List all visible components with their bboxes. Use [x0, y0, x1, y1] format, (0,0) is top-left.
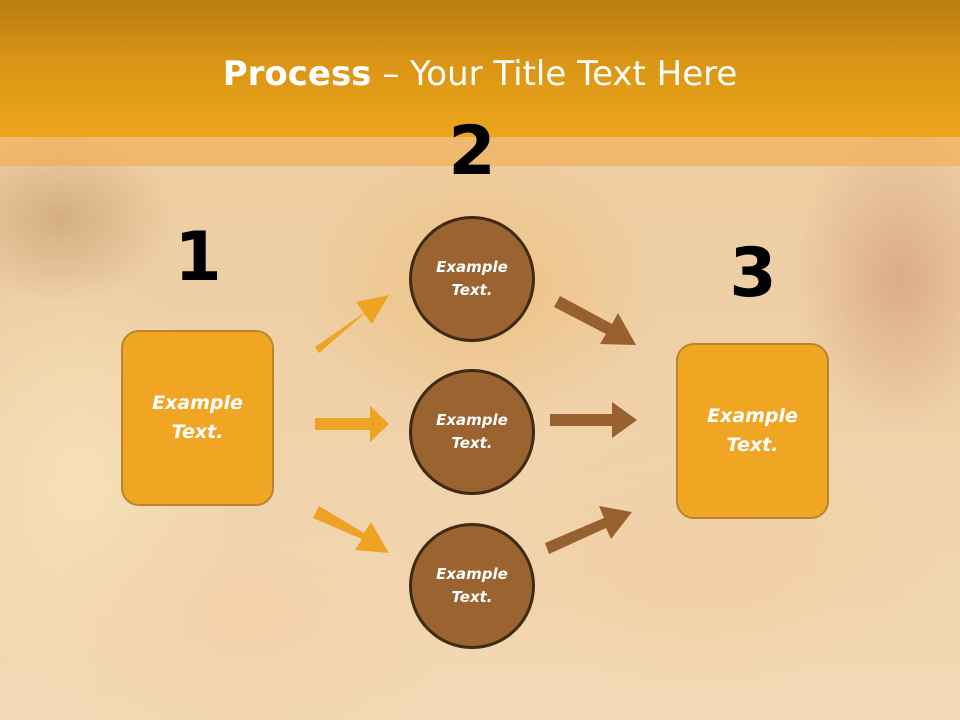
circle-step-middle: Example Text. — [409, 369, 535, 495]
circle-step-bottom: Example Text. — [409, 523, 535, 649]
arrow-right-top — [554, 296, 636, 345]
left-process-box: Example Text. — [121, 330, 274, 506]
left-box-text: Example Text. — [152, 392, 243, 443]
arrow-right-bottom — [545, 506, 632, 554]
slide-title: Process – Your Title Text Here — [0, 52, 960, 96]
arrow-right-middle — [550, 402, 637, 438]
arrow-left-middle — [315, 406, 389, 442]
circle-middle-text: Example Text. — [436, 411, 508, 452]
arrow-left-top — [315, 295, 389, 353]
circle-step-top: Example Text. — [409, 216, 535, 342]
circle-bottom-text: Example Text. — [436, 565, 508, 606]
step-number-3: 3 — [729, 234, 777, 313]
title-bold: Process — [222, 54, 372, 94]
right-process-box: Example Text. — [676, 343, 829, 519]
right-box-text: Example Text. — [707, 405, 798, 456]
step-number-1: 1 — [174, 218, 222, 297]
step-number-2: 2 — [448, 112, 496, 191]
circle-top-text: Example Text. — [436, 258, 508, 299]
title-band — [0, 137, 960, 166]
title-bar — [0, 0, 960, 137]
title-rest: – Your Title Text Here — [371, 54, 738, 94]
arrow-left-bottom — [313, 506, 389, 553]
